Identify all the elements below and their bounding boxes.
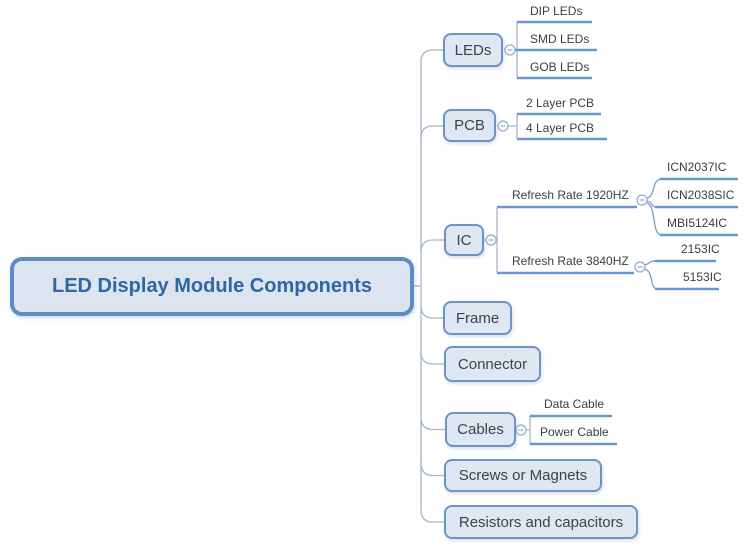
node-cables[interactable]: Cables (445, 412, 516, 447)
collapse-icon[interactable] (515, 424, 527, 436)
leaf-smd-leds[interactable]: SMD LEDs (530, 32, 590, 46)
refresh-3840-connectors (644, 259, 719, 291)
leaf-2-layer-pcb[interactable]: 2 Layer PCB (526, 96, 595, 110)
collapse-icon[interactable] (485, 234, 497, 246)
node-connector[interactable]: Connector (444, 346, 541, 382)
leaf-icn2038sic[interactable]: ICN2038SIC (667, 188, 735, 202)
leaf-4-layer-pcb[interactable]: 4 Layer PCB (526, 121, 595, 135)
leaf-gob-leds[interactable]: GOB LEDs (530, 60, 590, 74)
node-screws-or-magnets[interactable]: Screws or Magnets (444, 459, 602, 492)
collapse-icon[interactable] (636, 194, 648, 206)
leaf-refresh-rate-1920hz[interactable]: Refresh Rate 1920HZ (512, 188, 629, 202)
ic-branch-connectors (484, 205, 637, 275)
node-resistors-and-capacitors[interactable]: Resistors and capacitors (444, 505, 638, 539)
leaf-5153ic[interactable]: 5153IC (683, 270, 722, 284)
leaf-dip-leds[interactable]: DIP LEDs (530, 4, 583, 18)
root-topic-label: LED Display Module Components (51, 275, 373, 297)
node-frame[interactable]: Frame (443, 301, 512, 335)
node-ic-label: IC (456, 231, 472, 249)
leaf-mbi5124ic[interactable]: MBI5124IC (667, 216, 728, 230)
node-resistors-label: Resistors and capacitors (458, 513, 624, 531)
node-screws-label: Screws or Magnets (458, 467, 588, 484)
trunk-connectors (414, 49, 445, 523)
leaf-2153ic[interactable]: 2153IC (681, 242, 720, 256)
leaf-refresh-rate-3840hz[interactable]: Refresh Rate 3840HZ (512, 254, 629, 268)
collapse-icon[interactable] (634, 261, 646, 273)
leaf-icn2037ic[interactable]: ICN2037IC (667, 160, 727, 174)
leaf-data-cable[interactable]: Data Cable (544, 397, 605, 411)
node-ic[interactable]: IC (444, 224, 484, 256)
node-leds[interactable]: LEDs (443, 33, 503, 67)
node-cables-label: Cables (457, 421, 504, 438)
node-pcb[interactable]: PCB (443, 109, 496, 142)
node-leds-label: LEDs (454, 41, 492, 59)
root-topic[interactable]: LED Display Module Components (10, 257, 414, 316)
node-frame-label: Frame (455, 309, 500, 327)
collapse-icon[interactable] (504, 44, 516, 56)
collapse-icon[interactable] (497, 120, 509, 132)
node-pcb-label: PCB (454, 117, 485, 134)
leaf-power-cable[interactable]: Power Cable (540, 425, 609, 439)
refresh-1920-connectors (646, 177, 738, 237)
node-connector-label: Connector (457, 355, 528, 373)
